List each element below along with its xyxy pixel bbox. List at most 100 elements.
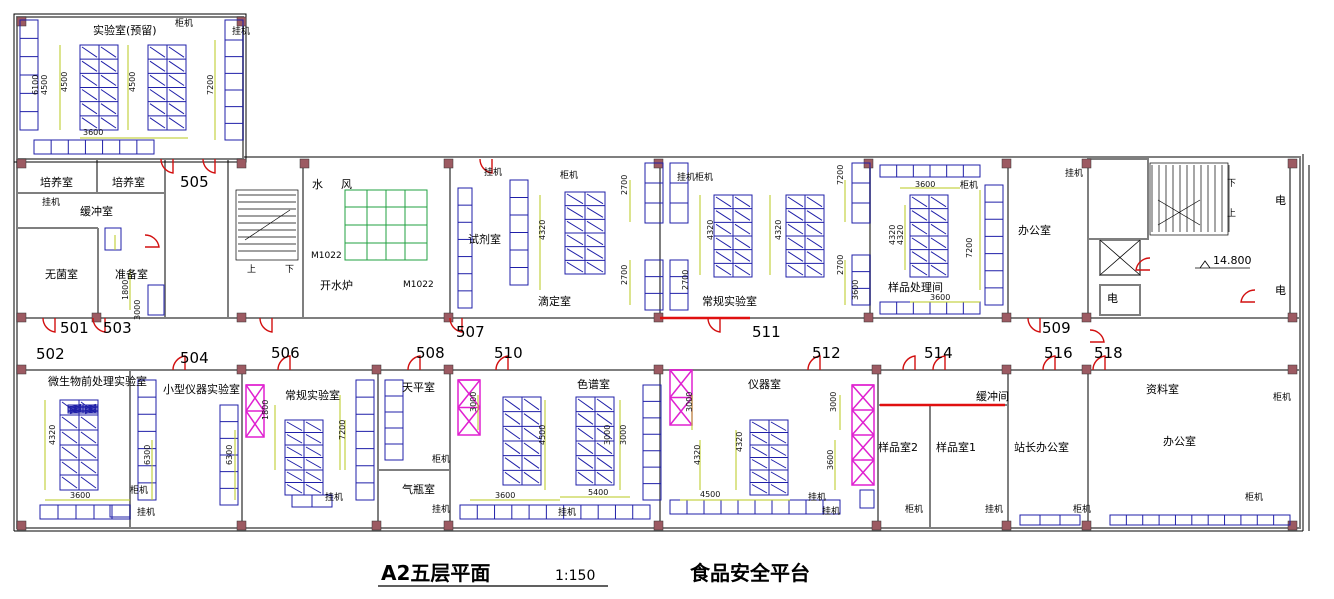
column: [1001, 520, 1012, 531]
label-boiler: 开水炉: [320, 279, 353, 292]
column: [236, 158, 247, 169]
label-sample-prep: 样品处理间: [888, 280, 943, 294]
label-buffer: 缓冲室: [80, 204, 113, 218]
dimension-value: 3000: [619, 425, 628, 445]
label-sterile: 无菌室: [45, 267, 78, 281]
dimension-lines: [44, 40, 981, 501]
elevator-shaft: [1099, 239, 1141, 276]
cabinet-label: 柜机: [1273, 391, 1291, 403]
cabinet-label: 挂机: [432, 503, 450, 515]
room-number: 518: [1094, 344, 1123, 362]
outer-border: [13, 13, 1310, 532]
column: [443, 312, 454, 323]
label-routine-lab-2: 常规实验室: [702, 294, 757, 308]
red-walls: [660, 316, 1005, 407]
cabinet-label: 柜机: [130, 484, 148, 496]
label-microbe: 微生物前处理实验室: [48, 374, 147, 388]
room-number: 504: [180, 349, 209, 367]
cabinet-label: 挂机: [677, 171, 695, 183]
dimension-value: 4320: [896, 225, 905, 245]
dimension-value: 3600: [826, 450, 835, 470]
lab-islands: [59, 44, 949, 496]
column: [1287, 158, 1298, 169]
column: [1081, 158, 1092, 169]
cabinet-label: 挂机: [325, 491, 343, 503]
label-elec-3: 电: [1107, 292, 1118, 305]
cabinet-label: 柜机: [432, 453, 450, 465]
column: [299, 158, 310, 169]
label-prep: 准备室: [115, 267, 148, 281]
column: [1081, 520, 1092, 531]
dimension-value: 4500: [700, 490, 720, 499]
cabinet-label: 柜机: [560, 169, 578, 181]
restroom-block: [344, 189, 428, 261]
dimension-value: 6100: [31, 75, 40, 95]
label-door-code-1: M1022: [311, 251, 342, 261]
column: [91, 312, 102, 323]
label-wind: 风: [341, 178, 352, 191]
label-instrument: 仪器室: [748, 377, 781, 391]
elevation-marker: [1199, 260, 1211, 269]
label-culture-2: 培养室: [112, 175, 145, 189]
room-number: 503: [103, 319, 132, 337]
column: [653, 520, 664, 531]
label-stair-down-right: 下: [1227, 179, 1236, 189]
dimension-value: 4320: [735, 432, 744, 452]
dimension-value: 3600: [83, 128, 103, 137]
dimension-value: 4320: [774, 220, 783, 240]
dimension-value: 5400: [588, 488, 608, 497]
cabinet-label: 挂机: [1065, 167, 1083, 179]
dimension-value: 3600: [930, 293, 950, 302]
label-small-instr: 小型仪器实验室: [163, 382, 240, 396]
dimension-value: 7200: [206, 75, 215, 95]
room-labels: 实验室(预留) 培养室 培养室 缓冲室 无菌室 准备室 微生物前处理实验室 小型…: [40, 23, 1286, 496]
room-number: 506: [271, 344, 300, 362]
drawing-scale: 1:150: [555, 568, 595, 584]
dimension-value: 2700: [620, 265, 629, 285]
label-stair-down: 下: [285, 265, 294, 275]
column: [1001, 364, 1012, 375]
column: [16, 312, 27, 323]
dimension-value: 4320: [48, 425, 57, 445]
column: [236, 364, 247, 375]
column: [863, 312, 874, 323]
column: [1081, 312, 1092, 323]
dimension-value: 3000: [133, 300, 142, 320]
cabinet-label: 挂机: [822, 505, 840, 517]
label-elec-2: 电: [1275, 284, 1286, 297]
dimension-value: 4320: [693, 445, 702, 465]
drawing-title: A2五层平面: [381, 561, 490, 585]
dimension-value: 4320: [706, 220, 715, 240]
column: [871, 520, 882, 531]
dimension-value: 3600: [495, 491, 515, 500]
column: [236, 16, 247, 27]
cabinet-label: 挂机: [42, 196, 60, 208]
doors: [42, 158, 1256, 371]
column: [16, 520, 27, 531]
room-number: 509: [1042, 319, 1071, 337]
dimension-value: 4500: [60, 72, 69, 92]
cabinet-label: 柜机: [960, 179, 978, 191]
dimension-value: 3000: [685, 392, 694, 412]
cabinet-label: 柜机: [1073, 503, 1091, 515]
column: [1001, 158, 1012, 169]
stair-right: [1149, 162, 1230, 236]
dimension-value: 4320: [538, 220, 547, 240]
cabinet-labels: 柜机挂机柜机挂机柜机挂机柜机挂机柜机挂机柜机挂机柜机挂机挂机挂机挂机柜机挂机柜机…: [42, 17, 1291, 518]
room-number: 512: [812, 344, 841, 362]
dimension-value: 4320: [888, 225, 897, 245]
dimension-value: 3000: [603, 425, 612, 445]
room-number: 514: [924, 344, 953, 362]
column: [16, 16, 27, 27]
room-number: 516: [1044, 344, 1073, 362]
column: [443, 520, 454, 531]
dimension-value: 3600: [915, 180, 935, 189]
label-balance: 天平室: [402, 380, 435, 394]
label-elevation: 14.800: [1213, 254, 1252, 267]
drawing-subtitle: 食品安全平台: [690, 561, 810, 585]
label-archive: 资料室: [1146, 382, 1179, 396]
column: [236, 312, 247, 323]
dimension-value: 7200: [965, 238, 974, 258]
